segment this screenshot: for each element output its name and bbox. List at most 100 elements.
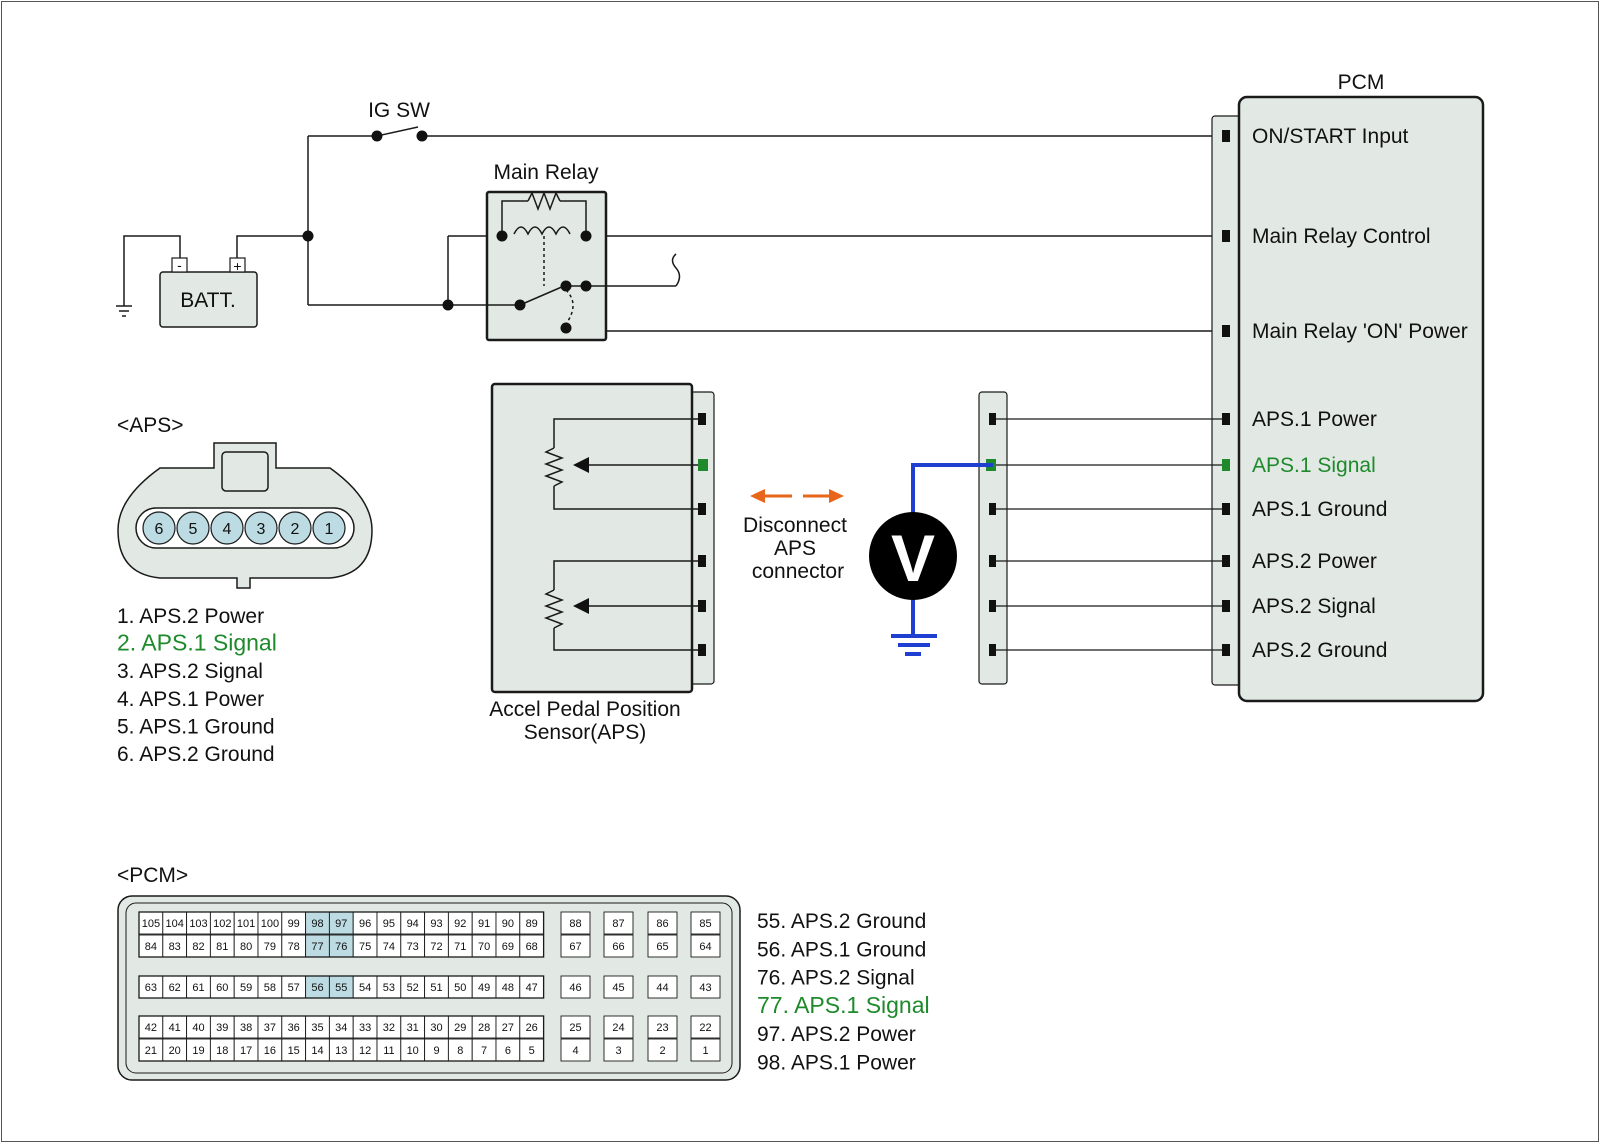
pcm-cavity-number: 102 (213, 918, 231, 930)
pcm-terminal-label: APS.2 Signal (1252, 595, 1376, 618)
pcm-cavity-number: 56 (311, 982, 323, 994)
pcm-cavity-number: 43 (699, 982, 711, 994)
pcm-cavity-number: 103 (189, 918, 207, 930)
pcm-cavity-number: 104 (166, 918, 184, 930)
pcm-cavity-number: 93 (430, 918, 442, 930)
pcm-cavity-number: 2 (659, 1045, 665, 1057)
pcm-cavity-number: 85 (699, 918, 711, 930)
battery-plus-terminal (229, 257, 246, 273)
aps-connector-latch (221, 451, 269, 492)
pcm-cavity-number: 67 (569, 941, 581, 953)
pcm-connector-inner (125, 902, 733, 1074)
harness-pin-marker (989, 503, 996, 515)
aps-sensor-pin-marker (698, 503, 706, 515)
pcm-cavity-number: 6 (505, 1045, 511, 1057)
pcm-cavity (560, 1015, 591, 1039)
pcm-cavity-number: 100 (261, 918, 279, 930)
pcm-cavity-number: 99 (288, 918, 300, 930)
ig-sw-label: IG SW (368, 99, 430, 122)
pcm-cavity-number: 91 (478, 918, 490, 930)
pcm-cavity-number: 74 (383, 941, 395, 953)
probe-wire (911, 463, 993, 513)
pcm-cavity (603, 1038, 634, 1062)
pcm-cavity-number: 30 (430, 1022, 442, 1034)
pcm-cavity-number: 7 (481, 1045, 487, 1057)
pcm-cavity-number: 29 (454, 1022, 466, 1034)
disconnect-arrows (750, 489, 844, 503)
pcm-cavity (647, 1038, 678, 1062)
aps-connector-pin (278, 511, 312, 545)
pcm-cavity (560, 934, 591, 958)
pcm-cavity-number: 10 (407, 1045, 419, 1057)
pcm-cavity-number: 73 (407, 941, 419, 953)
battery-plus-sign: + (233, 258, 241, 274)
pcm-box (1237, 95, 1485, 703)
pcm-cavity-number: 3 (615, 1045, 621, 1057)
aps-pin-list-item: 3. APS.2 Signal (117, 660, 263, 683)
pcm-cavity-number: 35 (311, 1022, 323, 1034)
disconnect-label-1: Disconnect (743, 514, 847, 537)
pcm-cavity-number: 70 (478, 941, 490, 953)
pcm-pin-marker (1222, 325, 1230, 337)
aps-connector-pin (244, 511, 278, 545)
pcm-pin-marker (1222, 230, 1230, 242)
aps-sensor-pin-marker (698, 413, 706, 425)
pcm-cavity-number: 65 (656, 941, 668, 953)
pcm-pin-list-item: 55. APS.2 Ground (757, 910, 926, 933)
pcm-cavity-number: 71 (454, 941, 466, 953)
voltmeter-icon (869, 512, 957, 600)
aps-sensor-pin-marker (698, 644, 706, 656)
pcm-cavity-number: 72 (430, 941, 442, 953)
pcm-cavity-number: 89 (526, 918, 538, 930)
pcm-cavity-number: 4 (572, 1045, 578, 1057)
pcm-cavity-number: 48 (502, 982, 514, 994)
pcm-cavity-number: 77 (311, 941, 323, 953)
pcm-cavity-number: 97 (335, 918, 347, 930)
wiper-arrow-2 (573, 598, 589, 614)
pcm-cavity-number: 11 (383, 1045, 394, 1057)
pcm-cavity-number: 60 (216, 982, 228, 994)
pcm-cavity-number: 15 (288, 1045, 300, 1057)
pcm-cavity-number: 17 (240, 1045, 252, 1057)
pcm-cavity-number: 24 (612, 1022, 624, 1034)
pcm-terminal-label: APS.1 Signal (1252, 454, 1376, 477)
aps-sensor-pin-marker (698, 600, 706, 612)
pcm-cavity-number: 47 (526, 982, 538, 994)
pcm-cavity-number: 50 (454, 982, 466, 994)
pcm-cavity (603, 975, 634, 999)
aps-sensor-box (490, 382, 694, 694)
pcm-cavity-number: 31 (407, 1022, 419, 1034)
pcm-cavity (690, 1038, 721, 1062)
aps-sensor-pins (698, 413, 708, 656)
aps-pin-list-item: 1. APS.2 Power (117, 605, 264, 628)
pcm-pin-list-item: 77. APS.1 Signal (757, 992, 930, 1018)
harness-pin-marker (989, 413, 996, 425)
sensor-label-line2: Sensor(APS) (524, 721, 647, 744)
pcm-cavity (647, 934, 678, 958)
pcm-cavity-number: 27 (502, 1022, 514, 1034)
harness-pin-marker (989, 555, 996, 567)
pcm-pin-marker (1222, 413, 1230, 425)
pcm-cavity-number: 18 (216, 1045, 228, 1057)
pcm-cavity-number: 57 (288, 982, 300, 994)
pcm-terminal-label: Main Relay Control (1252, 225, 1431, 248)
pcm-cavity (647, 1015, 678, 1039)
aps-sensor-pin-marker (698, 459, 708, 471)
pcm-cavity-number: 101 (237, 918, 255, 930)
pcm-cavity (560, 975, 591, 999)
pcm-cavity-number: 59 (240, 982, 252, 994)
pcm-cavity-number: 28 (478, 1022, 490, 1034)
harness-connector (978, 391, 1008, 685)
pcm-cavity-number: 46 (569, 982, 581, 994)
pcm-cavity (690, 934, 721, 958)
pcm-cavity-number: 79 (264, 941, 276, 953)
pcm-cavity-number: 55 (335, 982, 347, 994)
junction-dots (302, 130, 592, 334)
pcm-pin-marker (1222, 130, 1230, 142)
pcm-cavity-number: 37 (264, 1022, 276, 1034)
pcm-cavity-number: 64 (699, 941, 711, 953)
pcm-cavity-number: 51 (430, 982, 442, 994)
pcm-cavity-number: 69 (502, 941, 514, 953)
